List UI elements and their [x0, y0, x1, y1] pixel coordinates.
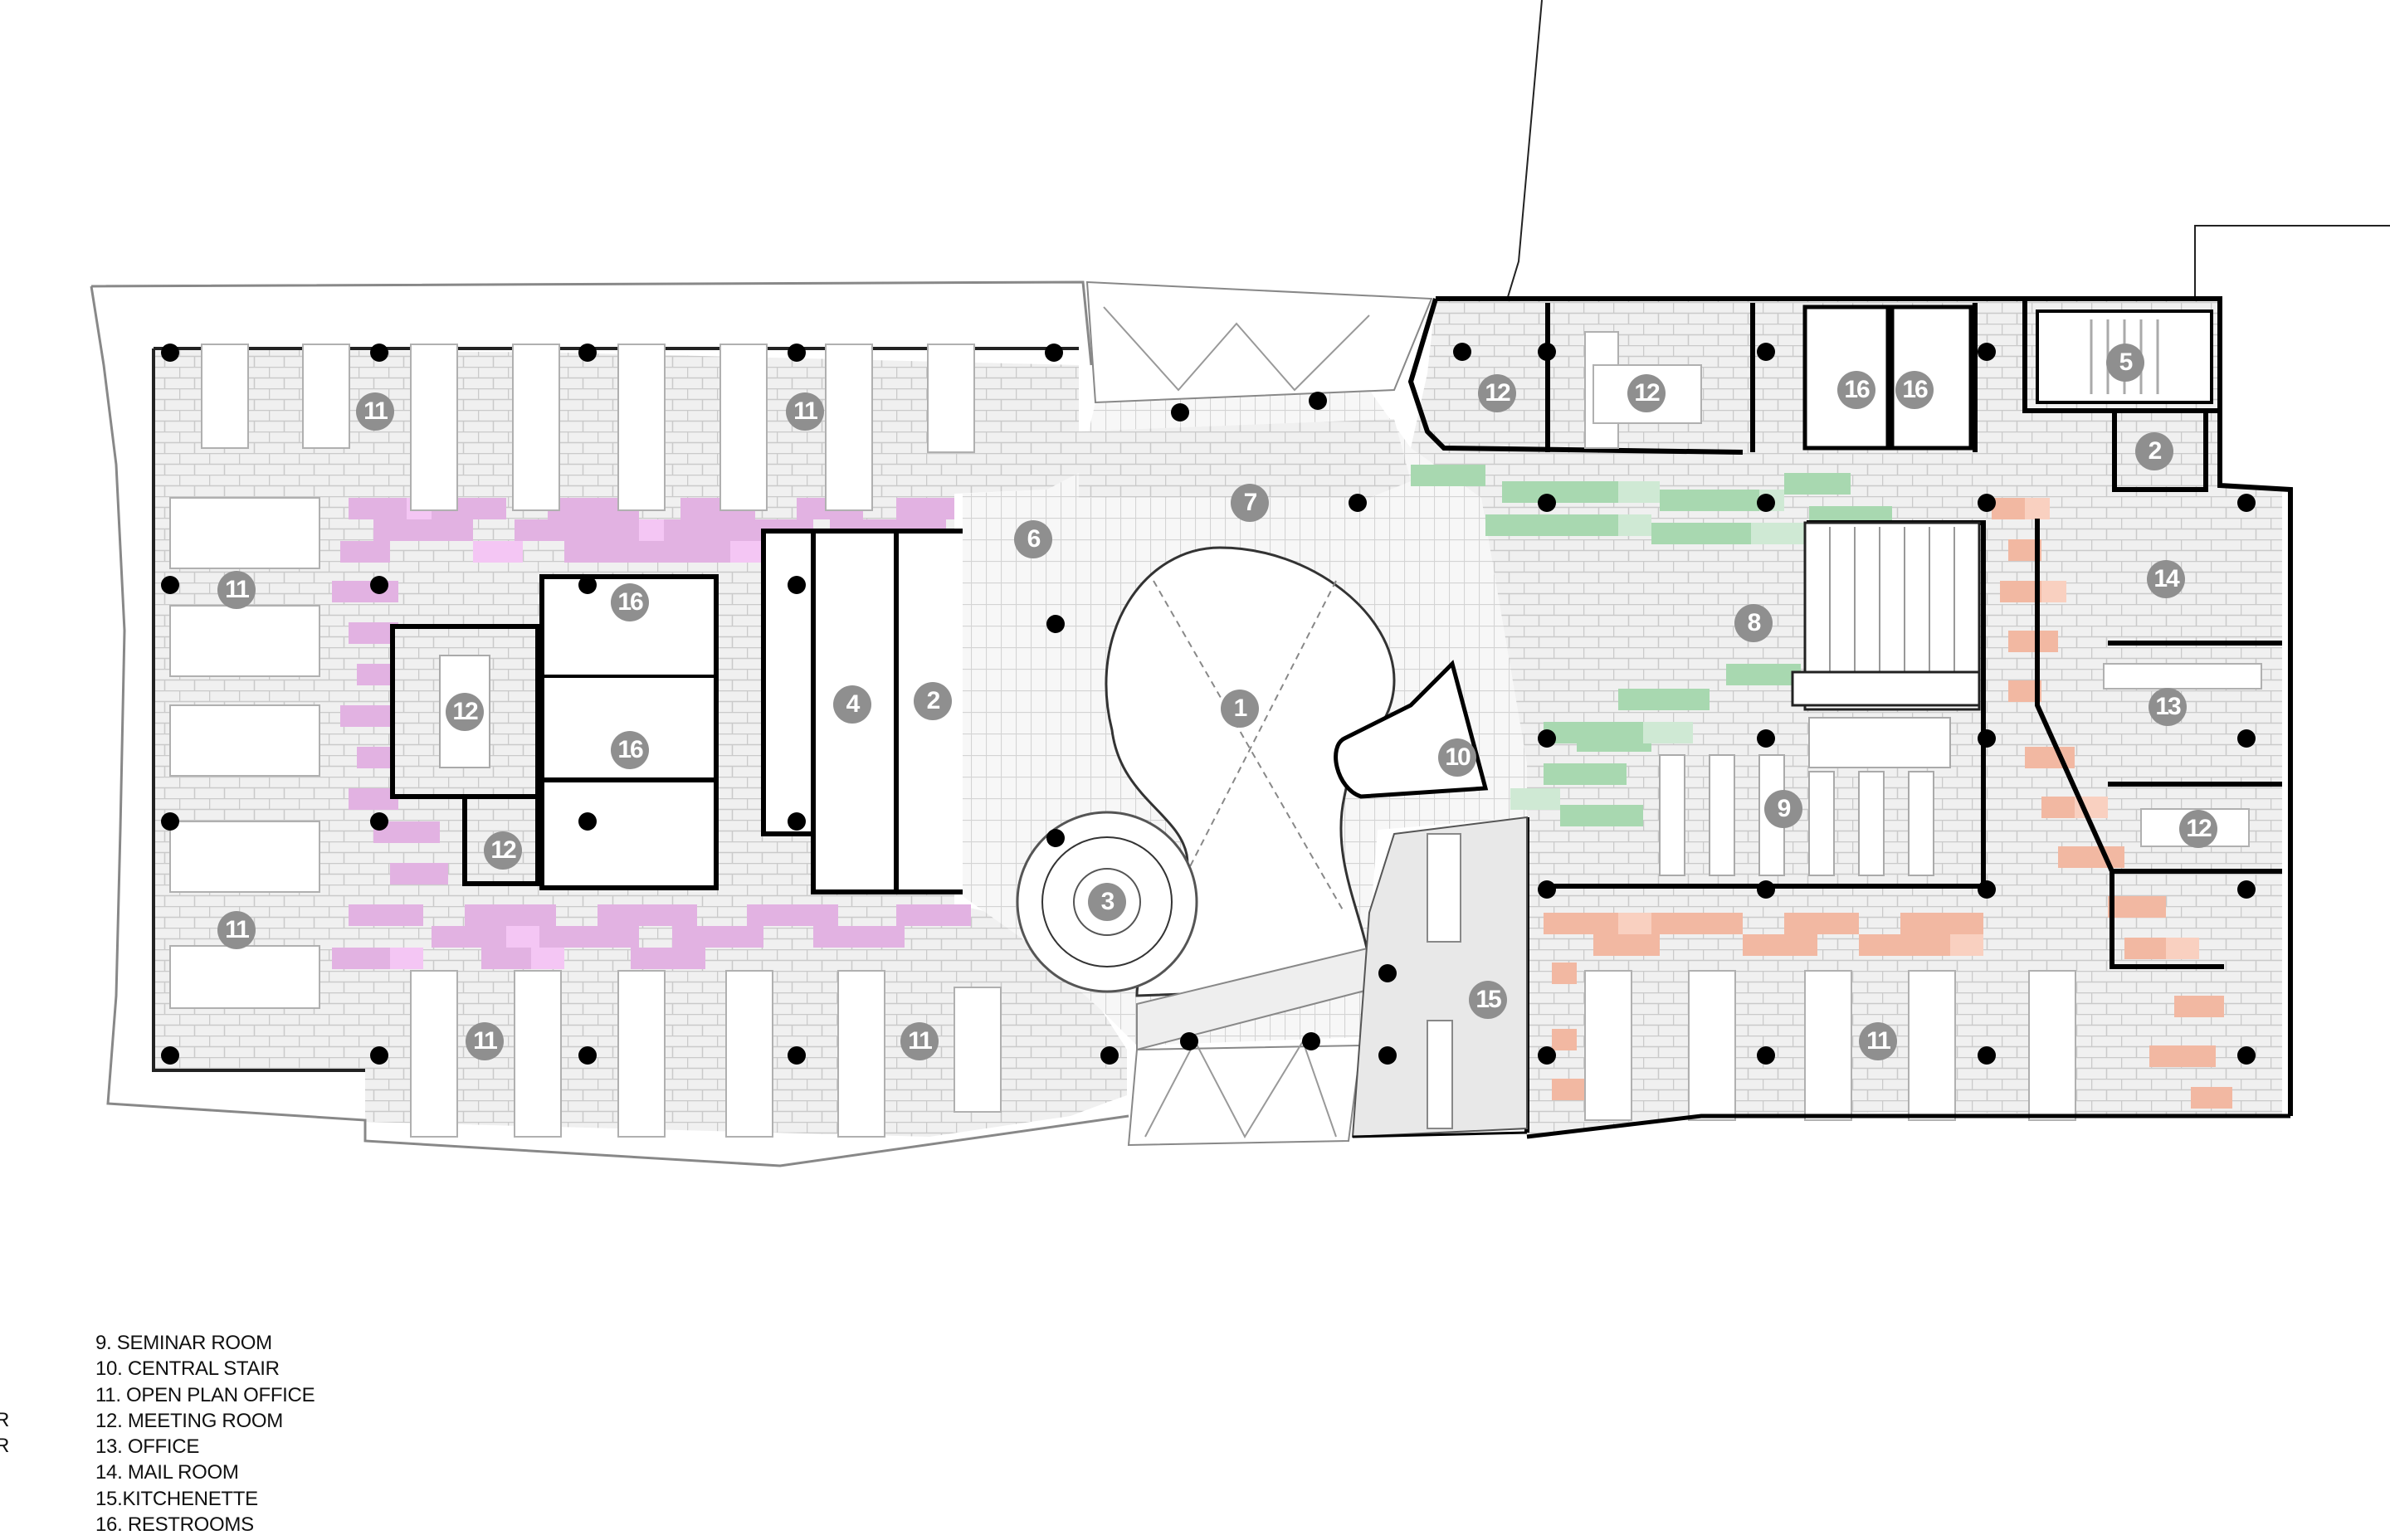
room-number-marker: 2	[2135, 432, 2173, 470]
room-number-marker: 12	[484, 831, 522, 870]
room-number-marker: 11	[217, 911, 256, 949]
room-number-marker: 16	[1895, 371, 1934, 409]
legend-fragment: R	[0, 1435, 10, 1457]
legend-fragment: R	[0, 1409, 10, 1431]
room-number-marker: 3	[1088, 883, 1126, 921]
structural-columns	[161, 343, 2256, 1065]
legend-item-seminar-room: 9. SEMINAR ROOM	[95, 1332, 272, 1354]
room-legend: 9. SEMINAR ROOM 10. CENTRAL STAIR 11. OP…	[95, 1330, 315, 1538]
room-number-marker: 11	[786, 392, 824, 431]
room-number-marker: 12	[446, 693, 484, 731]
room-number-marker: 12	[1627, 374, 1666, 412]
room-number-marker: 11	[900, 1022, 939, 1060]
workstations-west	[169, 344, 1002, 1138]
room-number-marker: 4	[833, 685, 871, 724]
legend-item-meeting-room: 12. MEETING ROOM	[95, 1409, 283, 1432]
room-number-marker: 11	[1859, 1022, 1897, 1060]
room-number-marker: 9	[1764, 790, 1802, 828]
seminar-tables	[1659, 717, 1951, 876]
room-number-marker: 11	[356, 392, 394, 431]
room-number-marker: 7	[1231, 484, 1269, 522]
legend-item-open-plan-office: 11. OPEN PLAN OFFICE	[95, 1383, 315, 1406]
room-number-marker: 16	[611, 731, 649, 769]
room-number-marker: 11	[466, 1022, 504, 1060]
room-number-marker: 15	[1469, 981, 1507, 1019]
room-number-marker: 12	[2179, 810, 2217, 848]
room-number-marker: 13	[2149, 688, 2187, 726]
legend-item-office: 13. OFFICE	[95, 1435, 200, 1459]
west-facade	[90, 280, 1129, 1167]
legend-item-central-stair: 10. CENTRAL STAIR	[95, 1357, 280, 1381]
room-number-marker: 16	[1837, 371, 1875, 409]
green-breakout-zone	[1411, 465, 1892, 826]
legend-item-kitchenette: 15.KITCHENETTE	[95, 1487, 258, 1510]
room-number-marker: 14	[2147, 560, 2185, 598]
legend-item-restrooms: 16. RESTROOMS	[95, 1513, 254, 1537]
room-number-marker: 5	[2106, 344, 2144, 382]
room-number-marker: 6	[1014, 520, 1052, 558]
room-number-marker: 11	[217, 571, 256, 609]
pink-circulation-zone	[332, 498, 971, 969]
workstations-east	[1584, 331, 2262, 1121]
room-number-marker: 16	[611, 583, 649, 621]
room-number-marker: 2	[914, 682, 952, 720]
room-number-marker: 10	[1438, 738, 1476, 777]
salmon-circulation-zone	[1544, 498, 2232, 1109]
room-number-marker: 8	[1734, 604, 1773, 642]
legend-item-mail-room: 14. MAIL ROOM	[95, 1461, 239, 1484]
room-number-marker: 12	[1478, 374, 1516, 412]
room-number-marker: 1	[1221, 690, 1259, 728]
